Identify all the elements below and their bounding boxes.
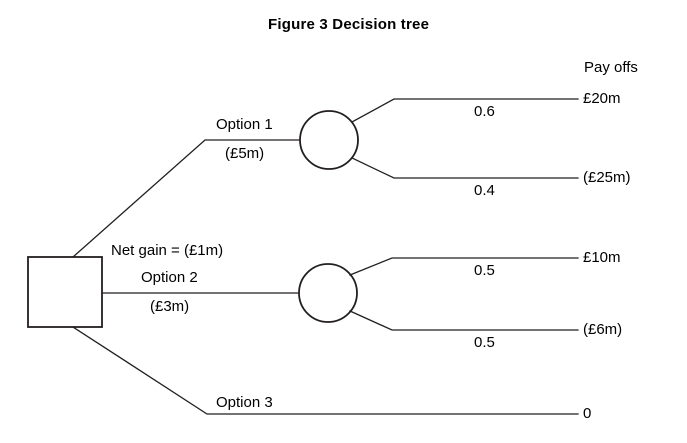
- net-gain-label: Net gain = (£1m): [111, 242, 224, 259]
- chance-node-1: [299, 110, 359, 170]
- branch-outcome-1-lower: [351, 157, 579, 179]
- chance-node-2: [298, 263, 358, 323]
- branch-outcome-1-upper: [351, 98, 579, 123]
- probability-option-2-upper: 0.5: [474, 262, 495, 279]
- payoff-option-2-lower: (£6m): [583, 321, 623, 338]
- probability-option-2-lower: 0.5: [474, 334, 495, 351]
- branch-option-1: [72, 139, 301, 258]
- payoffs-header: Pay offs: [584, 59, 638, 76]
- option-2-cost: (£3m): [150, 298, 190, 315]
- option-3-label: Option 3: [216, 394, 273, 411]
- payoff-option-1-lower: (£25m): [583, 169, 631, 186]
- payoff-option-3: 0: [583, 405, 592, 422]
- probability-option-1-upper: 0.6: [474, 103, 495, 120]
- option-1-cost: (£5m): [225, 145, 265, 162]
- option-2-label: Option 2: [141, 269, 198, 286]
- decision-node: [27, 256, 103, 328]
- payoff-option-1-upper: £20m: [583, 90, 621, 107]
- branch-option-3: [72, 326, 579, 415]
- figure-title: Figure 3 Decision tree: [268, 16, 430, 33]
- branch-outcome-2-lower: [349, 310, 579, 331]
- option-1-label: Option 1: [216, 116, 273, 133]
- probability-option-1-lower: 0.4: [474, 182, 495, 199]
- payoff-option-2-upper: £10m: [583, 249, 621, 266]
- branch-outcome-2-upper: [349, 257, 579, 276]
